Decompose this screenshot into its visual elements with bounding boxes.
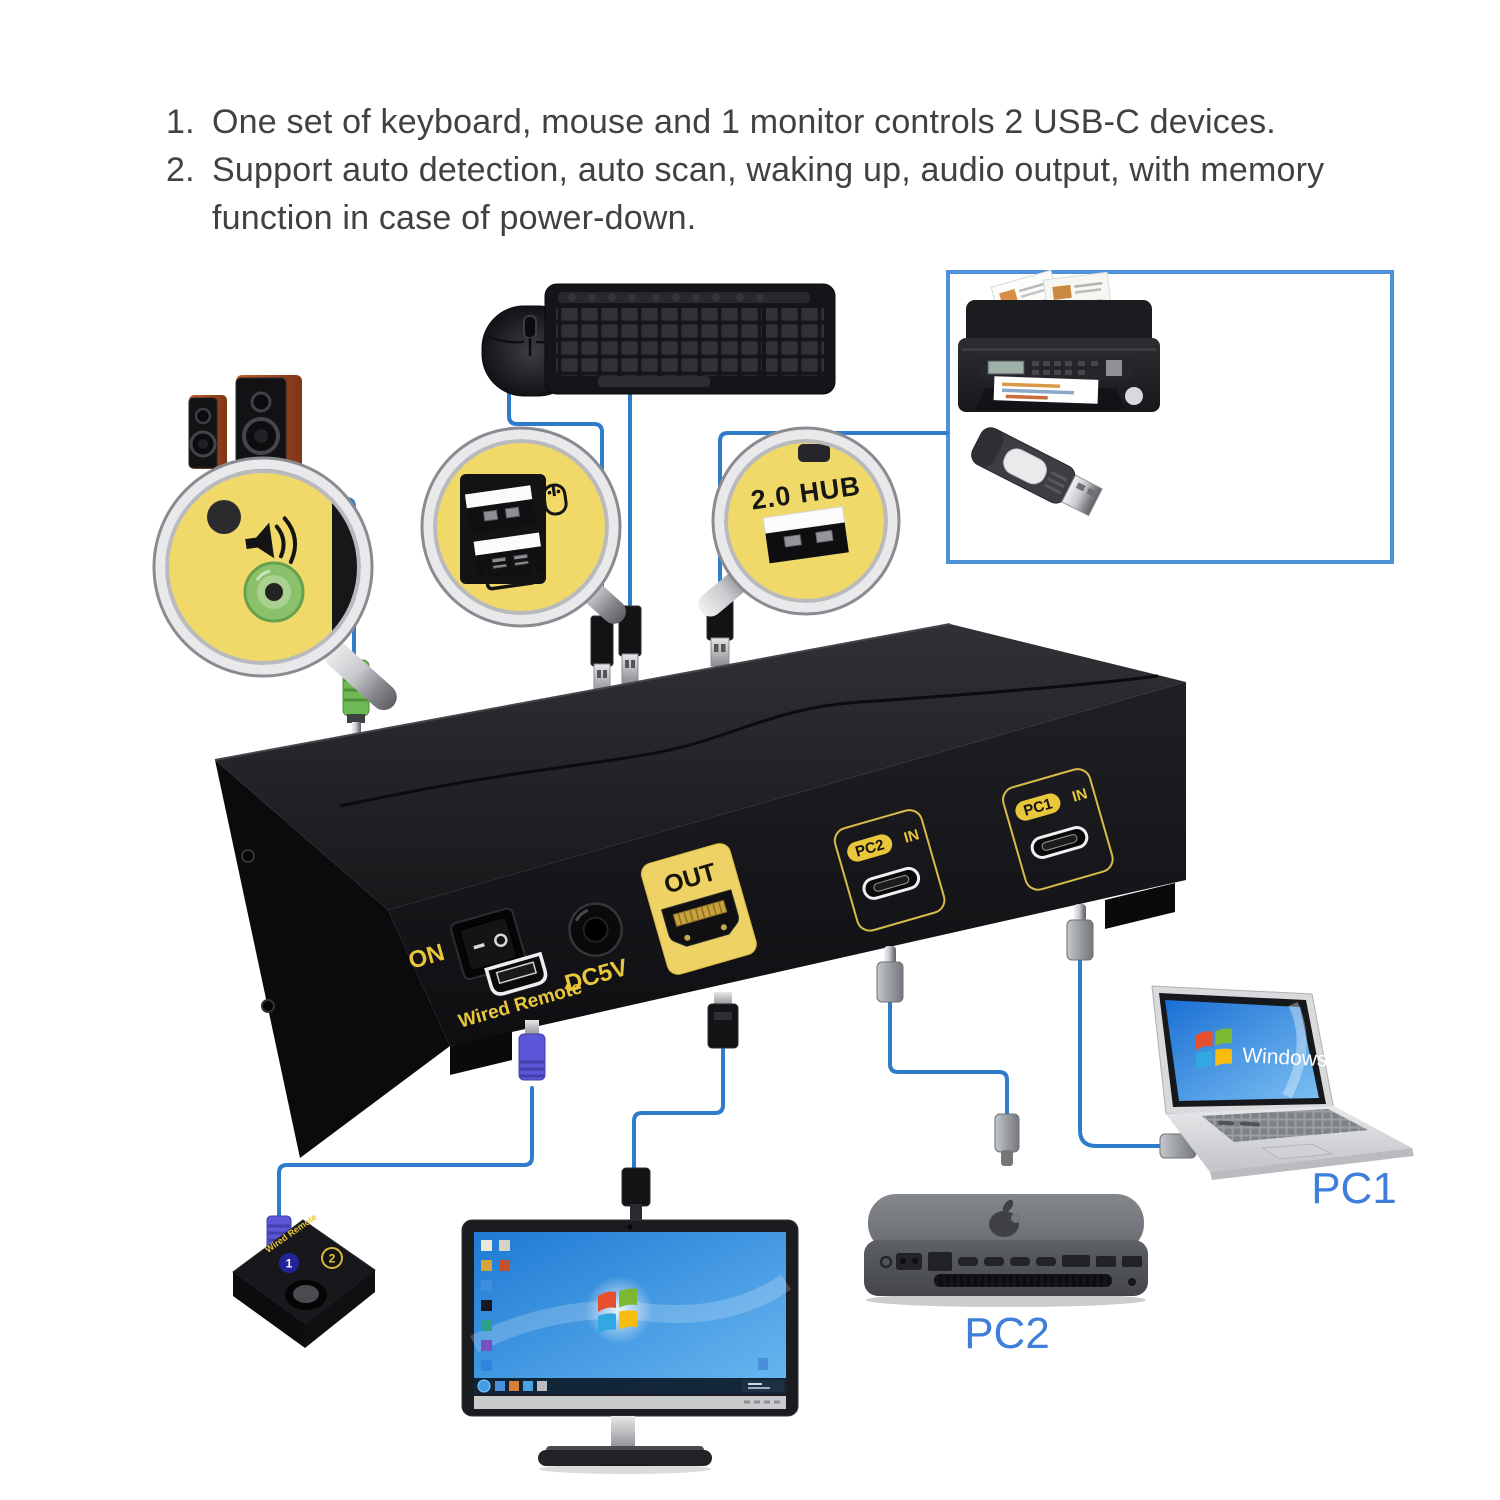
action-center-shield-icon bbox=[758, 1358, 768, 1370]
wired-remote-line bbox=[277, 1086, 534, 1218]
wired-remote-plug bbox=[518, 1020, 546, 1081]
remote-indicator-2 bbox=[321, 1247, 343, 1269]
keyboard-function-row bbox=[558, 292, 810, 303]
keyboard-usb-plug bbox=[618, 605, 642, 685]
monitor-stand-neck bbox=[611, 1416, 635, 1450]
usb-port-mouse bbox=[464, 485, 536, 534]
wired-remote-port bbox=[484, 951, 548, 996]
printer bbox=[958, 269, 1160, 412]
feature-1-number: 1. bbox=[166, 103, 195, 141]
monitor-speaker-strip bbox=[474, 1396, 786, 1409]
kvm-right-foot bbox=[1105, 883, 1175, 929]
speaker-left bbox=[188, 395, 227, 469]
monitor-hdmi-line bbox=[632, 1048, 725, 1170]
keyboard-icon bbox=[483, 557, 538, 591]
audio-magnifier-handle bbox=[324, 642, 397, 711]
mac-mini-ports bbox=[879, 1252, 1142, 1286]
remote-indicator-1-label: 1 bbox=[286, 1257, 293, 1271]
laptop: Windows bbox=[1151, 985, 1414, 1180]
laptop-windows-flag bbox=[1196, 1028, 1232, 1071]
kvm-top-seam bbox=[339, 674, 1159, 808]
speaker-volume-icon bbox=[245, 516, 298, 565]
monitor-stand-base bbox=[538, 1450, 712, 1466]
mouse-icon bbox=[542, 483, 568, 516]
monitor-hdmi-plug bbox=[621, 1167, 651, 1207]
speaker-right bbox=[235, 375, 302, 477]
usb-flash-drive bbox=[971, 427, 1103, 517]
keyboard-spacebar bbox=[598, 376, 710, 387]
pc1-device-label: PC1 bbox=[1311, 1164, 1397, 1213]
mouse-scroll-wheel bbox=[523, 315, 537, 339]
mac-mini bbox=[864, 1113, 1148, 1307]
remote-indicator-1 bbox=[279, 1253, 299, 1273]
mouse-line bbox=[507, 388, 604, 618]
mac-mini-audio-jack bbox=[1128, 1278, 1136, 1286]
printer-output bbox=[976, 376, 1126, 410]
power-switch bbox=[449, 907, 527, 981]
pc2-input-port: PC2 IN bbox=[833, 809, 946, 932]
kvm-screw-hole-2 bbox=[261, 999, 275, 1013]
feature-item-1: 1. One set of keyboard, mouse and 1 moni… bbox=[166, 98, 1382, 146]
pc2-usbc-plug-top bbox=[876, 946, 904, 1003]
feature-1-text: One set of keyboard, mouse and 1 monitor… bbox=[212, 103, 1276, 141]
monitor-screen bbox=[470, 1232, 792, 1394]
kvm-left-foot bbox=[450, 1031, 512, 1075]
laptop-front-edge bbox=[1210, 1148, 1414, 1180]
audio-jack-socket bbox=[243, 561, 305, 623]
windows-flag-logo bbox=[598, 1288, 637, 1334]
monitor-webcam bbox=[627, 1224, 633, 1230]
laptop-screen-brand: Windows bbox=[1242, 1044, 1328, 1071]
remote-front-right-face bbox=[305, 1270, 375, 1348]
hub-magnifier: 2.0 HUB bbox=[698, 426, 901, 617]
mac-mini-power-button bbox=[879, 1255, 893, 1269]
audio-magnifier bbox=[152, 456, 397, 711]
laptop-trackpad bbox=[1260, 1143, 1334, 1160]
pc2-device-label: PC2 bbox=[964, 1309, 1050, 1358]
pc2-in-label: IN bbox=[902, 826, 921, 846]
keyboard bbox=[544, 283, 836, 395]
monitor-hdmi-plug-top bbox=[707, 992, 739, 1049]
feature-2-text: Support auto detection, auto scan, wakin… bbox=[212, 151, 1325, 237]
kvm-left-face bbox=[215, 760, 450, 1158]
apple-logo bbox=[989, 1199, 1021, 1237]
pc1-in-label: IN bbox=[1070, 785, 1089, 805]
pc1-usbc-line bbox=[1078, 958, 1162, 1148]
kvm-screw-hole-1 bbox=[241, 849, 255, 863]
switch-on-mark bbox=[473, 943, 485, 950]
dc-power-jack bbox=[568, 902, 623, 957]
wired-remote-device: Wired Remote 1 2 bbox=[232, 1212, 376, 1348]
kvm-switch-box: ON Wired Remote DC5V bbox=[214, 623, 1186, 1158]
feature-item-2: 2. Support auto detection, auto scan, wa… bbox=[166, 146, 1382, 242]
printer-control-panel bbox=[980, 356, 1132, 380]
hdmi-out-port: OUT bbox=[640, 843, 757, 975]
desktop-icons bbox=[481, 1240, 768, 1371]
mac-mini-hdmi-port bbox=[1062, 1255, 1090, 1267]
mouse-usb-plug bbox=[590, 615, 614, 695]
hub-usb-port bbox=[762, 506, 849, 564]
pc2-usbc-line bbox=[888, 1000, 1009, 1118]
speakers bbox=[188, 375, 302, 477]
hub-line bbox=[718, 431, 949, 594]
keyboard-numpad bbox=[766, 308, 824, 376]
usb-hub-devices-frame bbox=[946, 269, 1394, 564]
usb-magnifier bbox=[420, 426, 626, 628]
taskbar bbox=[474, 1378, 786, 1394]
monitor bbox=[461, 1167, 799, 1474]
printer-logo-badge bbox=[1125, 387, 1143, 405]
feature-list: 1. One set of keyboard, mouse and 1 moni… bbox=[166, 98, 1382, 242]
pc1-usbc-plug-top bbox=[1066, 904, 1094, 961]
pc2-usbc-plug-bottom bbox=[994, 1113, 1020, 1166]
start-orb bbox=[477, 1379, 491, 1393]
laptop-screen bbox=[1165, 1000, 1319, 1101]
remote-front-left-face bbox=[233, 1272, 305, 1348]
keyboard-main-keys bbox=[556, 308, 762, 376]
feature-2-number: 2. bbox=[166, 151, 195, 189]
switch-off-mark bbox=[494, 933, 508, 947]
ethernet-port bbox=[928, 1252, 952, 1271]
remote-indicator-2-label: 2 bbox=[329, 1252, 336, 1266]
system-tray bbox=[742, 1380, 784, 1392]
